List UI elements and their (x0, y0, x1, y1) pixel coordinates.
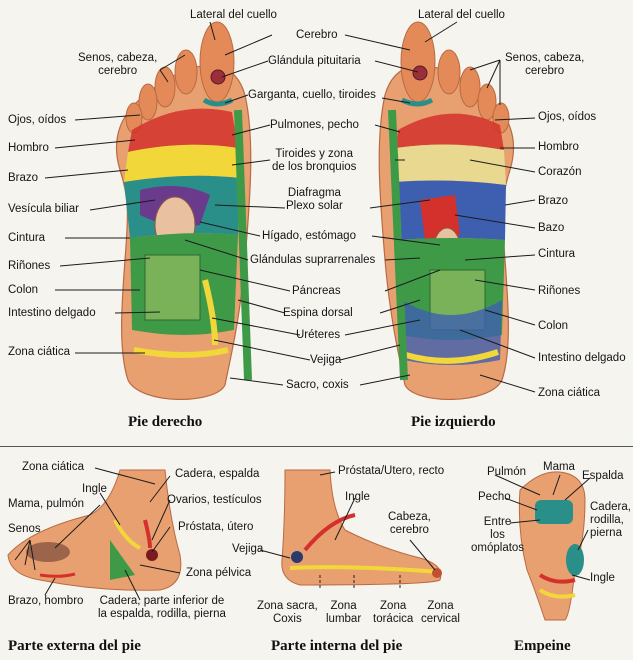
label-pulmones: Pulmones, pecho (270, 119, 359, 131)
label-instep-pecho: Pecho (478, 491, 511, 503)
instep-illustration (518, 471, 586, 621)
label-suprarrenales: Glándulas suprarrenales (250, 254, 376, 266)
label-rinones-right: Riñones (8, 260, 51, 272)
label-ureteres: Uréteres (296, 329, 341, 341)
title-instep: Empeine (514, 638, 571, 654)
label-cintura-right: Cintura (8, 232, 46, 244)
label-bazo: Bazo (538, 222, 565, 234)
section-divider (0, 446, 633, 447)
label-intestino-left: Intestino delgado (538, 352, 626, 364)
label-vesicula: Vesícula biliar (8, 203, 79, 215)
title-outer: Parte externa del pie (8, 638, 141, 654)
inner-foot-illustration (281, 469, 442, 590)
label-rinones-left: Riñones (538, 285, 581, 297)
label-senos-right: Senos, cabeza,cerebro (78, 52, 158, 78)
label-hombro-left: Hombro (538, 141, 579, 153)
label-senos-left: Senos, cabeza,cerebro (505, 52, 585, 78)
label-outer-mama: Mama, pulmón (8, 498, 85, 510)
label-ojos-left: Ojos, oídos (538, 111, 597, 123)
label-outer-ovarios: Ovarios, testículos (167, 494, 262, 506)
label-outer-ciatica: Zona ciática (22, 461, 85, 473)
title-left-foot: Pie izquierdo (411, 414, 496, 430)
label-outer-prostata: Próstata, útero (178, 521, 254, 533)
label-outer-brazo: Brazo, hombro (8, 595, 84, 607)
label-cintura-left: Cintura (538, 248, 576, 260)
label-ciatica-right: Zona ciática (8, 346, 71, 358)
label-colon-left: Colon (538, 320, 569, 332)
label-lateral-cuello-right: Lateral del cuello (190, 9, 277, 21)
label-inner-cabeza: Cabeza,cerebro (388, 511, 431, 537)
label-outer-ingle: Ingle (82, 483, 107, 495)
label-instep-espalda: Espalda (582, 470, 624, 482)
label-instep-pulmon: Pulmón (487, 466, 526, 478)
label-outer-senos: Senos (8, 523, 41, 535)
label-outer-cadera-espalda: Cadera, espalda (175, 468, 260, 480)
label-espina: Espina dorsal (283, 307, 353, 319)
label-intestino-right: Intestino delgado (8, 307, 96, 319)
label-instep-cadera: Cadera,rodilla,pierna (590, 501, 631, 540)
label-inner-sacra: Zona sacra,Coxis (257, 600, 318, 626)
label-instep-mama: Mama (543, 461, 575, 473)
label-pituitaria: Glándula pituitaria (268, 55, 361, 67)
label-instep-ingle: Ingle (590, 572, 615, 584)
title-right-foot: Pie derecho (128, 414, 203, 430)
left-foot-sole (378, 21, 515, 400)
label-outer-pelvica: Zona pélvica (186, 567, 252, 579)
outer-foot-illustration (7, 469, 182, 591)
leader-lines (14, 21, 591, 601)
label-garganta: Garganta, cuello, tiroides (248, 89, 376, 101)
label-colon-right: Colon (8, 284, 39, 296)
label-lateral-cuello-left: Lateral del cuello (418, 9, 505, 21)
label-pancreas: Páncreas (292, 285, 341, 297)
right-foot-sole (115, 21, 252, 400)
label-inner-vejiga: Vejiga (232, 543, 264, 555)
label-cerebro: Cerebro (296, 29, 338, 41)
label-hombro-right: Hombro (8, 142, 49, 154)
label-ciatica-left: Zona ciática (538, 387, 601, 399)
label-ojos-right: Ojos, oídos (8, 114, 67, 126)
label-brazo-left: Brazo (538, 195, 569, 207)
label-corazon: Corazón (538, 166, 582, 178)
label-vejiga: Vejiga (310, 354, 342, 366)
label-inner-prostata: Próstata/Utero, recto (338, 465, 445, 477)
label-brazo-right: Brazo (8, 172, 39, 184)
label-inner-ingle: Ingle (345, 491, 370, 503)
label-sacro: Sacro, coxis (286, 379, 349, 391)
title-inner: Parte interna del pie (271, 638, 403, 654)
label-higado: Hígado, estómago (262, 230, 356, 242)
